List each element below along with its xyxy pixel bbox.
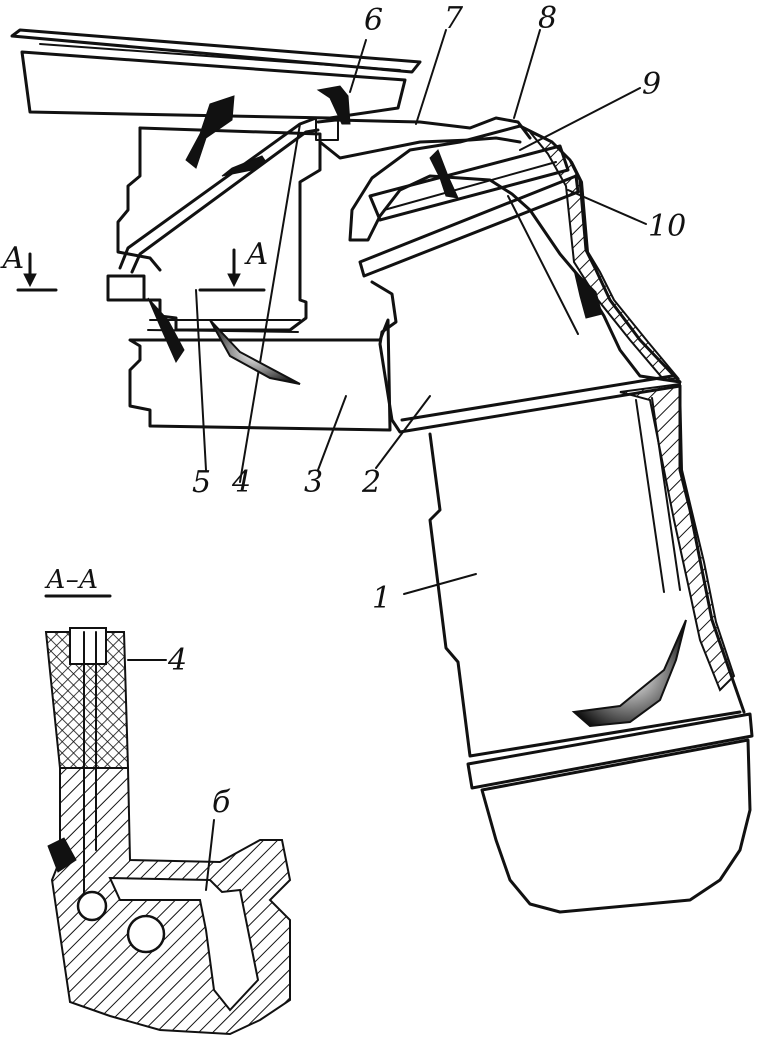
section-title: А–А xyxy=(44,565,98,595)
label-1: 1 xyxy=(372,581,391,616)
section-marker-right: А xyxy=(244,237,269,272)
engine-block xyxy=(106,116,392,483)
label-2: 2 xyxy=(361,465,381,500)
section-marker-left: А xyxy=(0,241,25,276)
flow-arrows xyxy=(147,85,687,728)
label-4-section: 4 xyxy=(167,643,187,678)
leader-lines xyxy=(195,29,647,595)
label-9: 9 xyxy=(642,67,661,102)
sump-bottom xyxy=(466,712,754,914)
label-6: 6 xyxy=(364,3,383,38)
section-marker: А А xyxy=(0,237,269,292)
label-4: 4 xyxy=(231,465,251,500)
filter-housing xyxy=(348,124,682,384)
label-3: 3 xyxy=(304,465,323,500)
oil-pipe-7 xyxy=(315,116,532,160)
outer-duct xyxy=(370,280,746,758)
section-view: А–А xyxy=(44,565,292,1036)
label-10: 10 xyxy=(648,209,686,244)
label-6-section: б xyxy=(212,785,231,820)
part-labels: 6 7 8 9 10 5 4 3 2 1 4 б xyxy=(167,1,686,820)
label-5: 5 xyxy=(192,465,211,500)
label-8: 8 xyxy=(538,1,557,36)
top-cover xyxy=(10,28,422,120)
label-7: 7 xyxy=(444,1,464,36)
